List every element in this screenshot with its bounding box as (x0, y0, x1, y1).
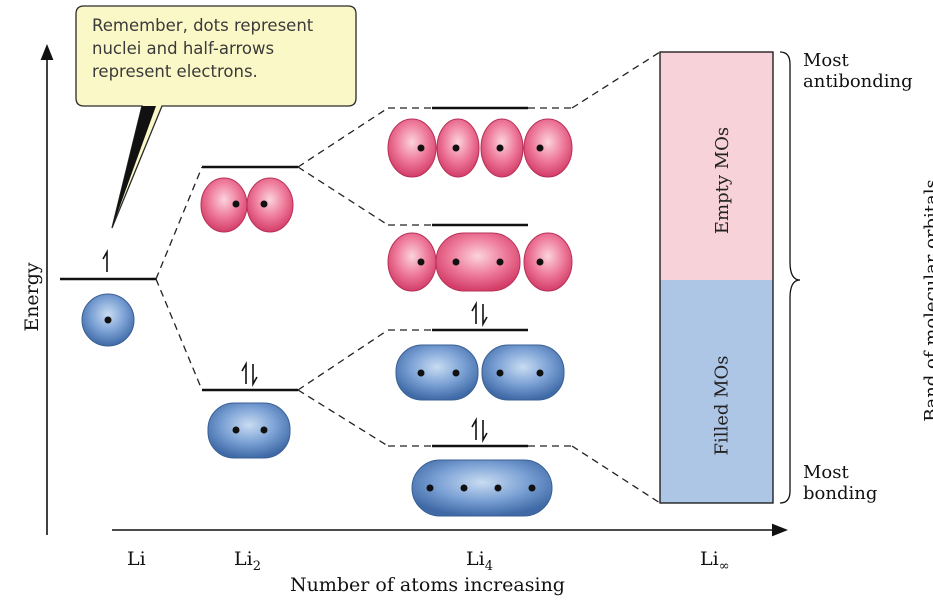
callout-text: Remember, dots represent nuclei and half… (92, 16, 314, 81)
y-axis-label: Energy (21, 262, 43, 332)
electrons (102, 248, 488, 444)
band-brace (779, 51, 801, 504)
filled-mo-region (660, 280, 773, 503)
li4-orbital-4 (387, 118, 573, 178)
li4-orbital-2 (395, 344, 565, 401)
callout-balloon (75, 5, 357, 229)
li4-l2-electron-up (471, 300, 477, 324)
column-label-li: Li (127, 548, 146, 570)
x-axis-label: Number of atoms increasing (290, 574, 565, 596)
column-label-li4: Li4 (466, 548, 493, 574)
li2-electron-down (252, 364, 258, 388)
li4-l1-electron-up (471, 416, 477, 440)
li-atomic-orbital (81, 293, 135, 347)
li2-electron-up (241, 360, 247, 384)
energy-levels (60, 106, 528, 448)
li4-l2-electron-down (482, 304, 488, 328)
li4-l1-electron-down (482, 420, 488, 444)
column-label-li-infinity: Li∞ (700, 548, 730, 574)
empty-mo-region (660, 52, 773, 280)
band-of-mos-label: Band of molecular orbitals (920, 179, 933, 422)
li-electron-up (102, 248, 108, 272)
column-label-li2: Li2 (234, 548, 261, 574)
li4-orbital-1 (411, 459, 553, 517)
mo-band (659, 51, 774, 504)
empty-mos-label: Empty MOs (712, 126, 734, 235)
li2-bonding-orbital (207, 402, 291, 459)
li2-antibonding-orbital (200, 177, 294, 233)
dashed-connectors (155, 51, 661, 504)
filled-mos-label: Filled MOs (711, 355, 733, 456)
li4-orbital-3 (387, 232, 573, 292)
